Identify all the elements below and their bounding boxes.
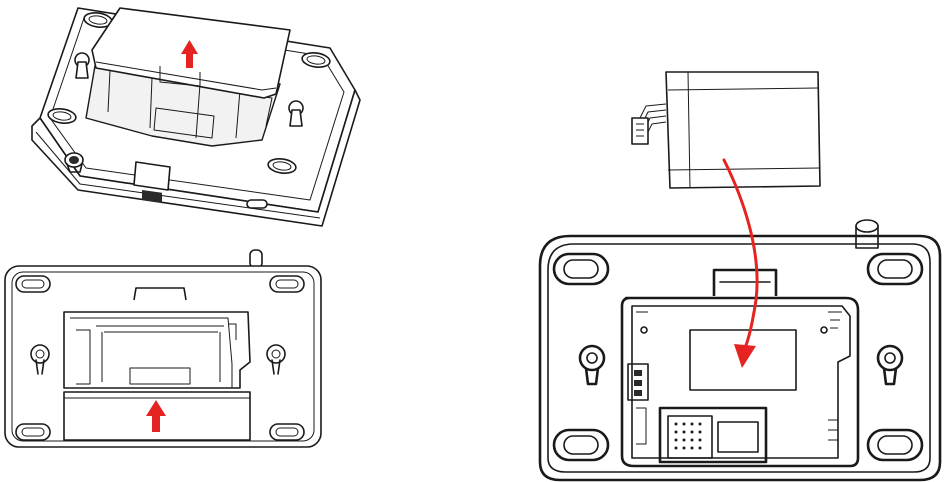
- keyhole-mount: [74, 52, 90, 79]
- corner-pad: [866, 428, 924, 462]
- led-slot: [246, 199, 268, 209]
- battery-pack: [631, 71, 821, 189]
- device-isometric-view: [31, 7, 361, 227]
- corner-pad: [15, 275, 51, 293]
- antenna-connector: [64, 152, 84, 173]
- battery-compartment: [620, 296, 860, 468]
- battery-insertion-view: [538, 71, 942, 482]
- battery-socket: [627, 363, 649, 401]
- keyhole-mount: [578, 344, 606, 386]
- corner-pad: [47, 107, 77, 125]
- corner-pad: [866, 252, 924, 286]
- corner-pad: [15, 423, 51, 441]
- keyhole-mount: [266, 344, 286, 375]
- corner-pad: [267, 157, 297, 175]
- battery-connector: [631, 117, 649, 145]
- keyhole-mount: [30, 344, 50, 375]
- corner-pad: [301, 51, 331, 69]
- keyhole-mount: [288, 100, 304, 127]
- corner-pad: [552, 252, 610, 286]
- sim-card-slot: [658, 406, 768, 464]
- usb-port: [133, 161, 171, 203]
- up-arrow-icon: [181, 40, 198, 68]
- corner-pad: [269, 423, 305, 441]
- up-arrow-icon: [146, 400, 166, 432]
- corner-pad: [269, 275, 305, 293]
- corner-pad: [552, 428, 610, 462]
- device-back-view: [4, 249, 322, 448]
- keyhole-mount: [876, 344, 904, 386]
- curved-arrow-icon: [722, 158, 759, 368]
